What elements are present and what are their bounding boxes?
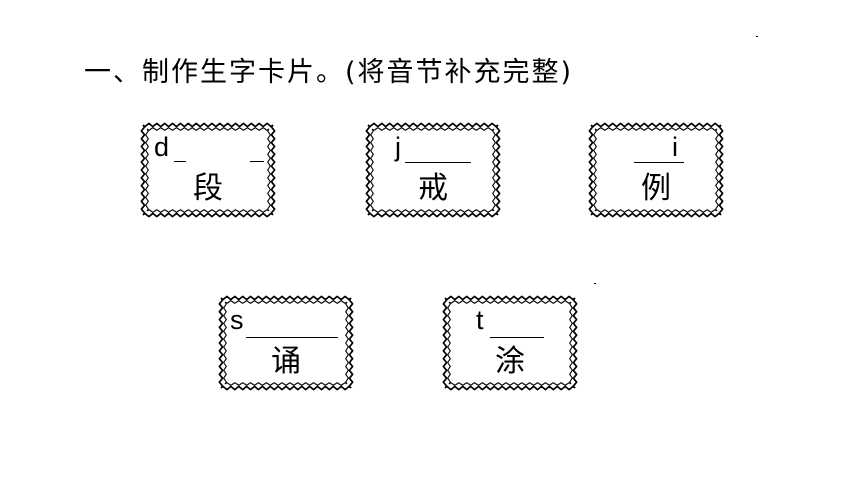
wavy-border-line [140, 122, 276, 218]
wavy-border-line [593, 127, 719, 213]
card-wavy-border [365, 122, 501, 218]
pinyin-blank[interactable] [174, 161, 186, 162]
stray-mark [594, 283, 596, 284]
exercise-heading: 一、制作生字卡片。(将音节补充完整) [84, 57, 574, 88]
wavy-border-line [588, 122, 724, 218]
chinese-character: 段 [193, 171, 223, 206]
card-wavy-border [442, 295, 578, 391]
pinyin-area: t [442, 305, 578, 341]
chinese-character: 戒 [418, 171, 448, 206]
pinyin-area: j [365, 132, 501, 168]
wavy-border-line [447, 300, 573, 386]
wavy-border-line [218, 295, 354, 391]
pinyin-initial: t [476, 305, 484, 335]
pinyin-blank[interactable] [634, 162, 684, 163]
card-wavy-border [140, 122, 276, 218]
pinyin-area: s [218, 305, 354, 341]
pinyin-area: i [588, 132, 724, 168]
card-wavy-border [218, 295, 354, 391]
chinese-character: 涂 [495, 344, 525, 379]
pinyin-initial: s [230, 305, 244, 335]
wavy-border-line [223, 300, 349, 386]
pinyin-initial: j [395, 132, 401, 162]
pinyin-blank[interactable] [250, 161, 264, 162]
character-card-song: s 诵 [218, 295, 354, 391]
chinese-character: 诵 [271, 344, 301, 379]
wavy-border-line [442, 295, 578, 391]
wavy-border-line [365, 122, 501, 218]
character-card-jie: j 戒 [365, 122, 501, 218]
card-wavy-border [588, 122, 724, 218]
character-card-li: i 例 [588, 122, 724, 218]
pinyin-final: i [672, 132, 678, 162]
character-card-duan: d 段 [140, 122, 276, 218]
pinyin-initial: d [154, 132, 170, 162]
pinyin-area: d [140, 132, 276, 168]
wavy-border-line [145, 127, 271, 213]
character-card-tu: t 涂 [442, 295, 578, 391]
pinyin-blank[interactable] [246, 337, 338, 338]
wavy-border-line [370, 127, 496, 213]
pinyin-blank[interactable] [405, 162, 471, 163]
pinyin-blank[interactable] [490, 337, 544, 338]
stray-mark [756, 36, 758, 37]
chinese-character: 例 [641, 171, 671, 206]
